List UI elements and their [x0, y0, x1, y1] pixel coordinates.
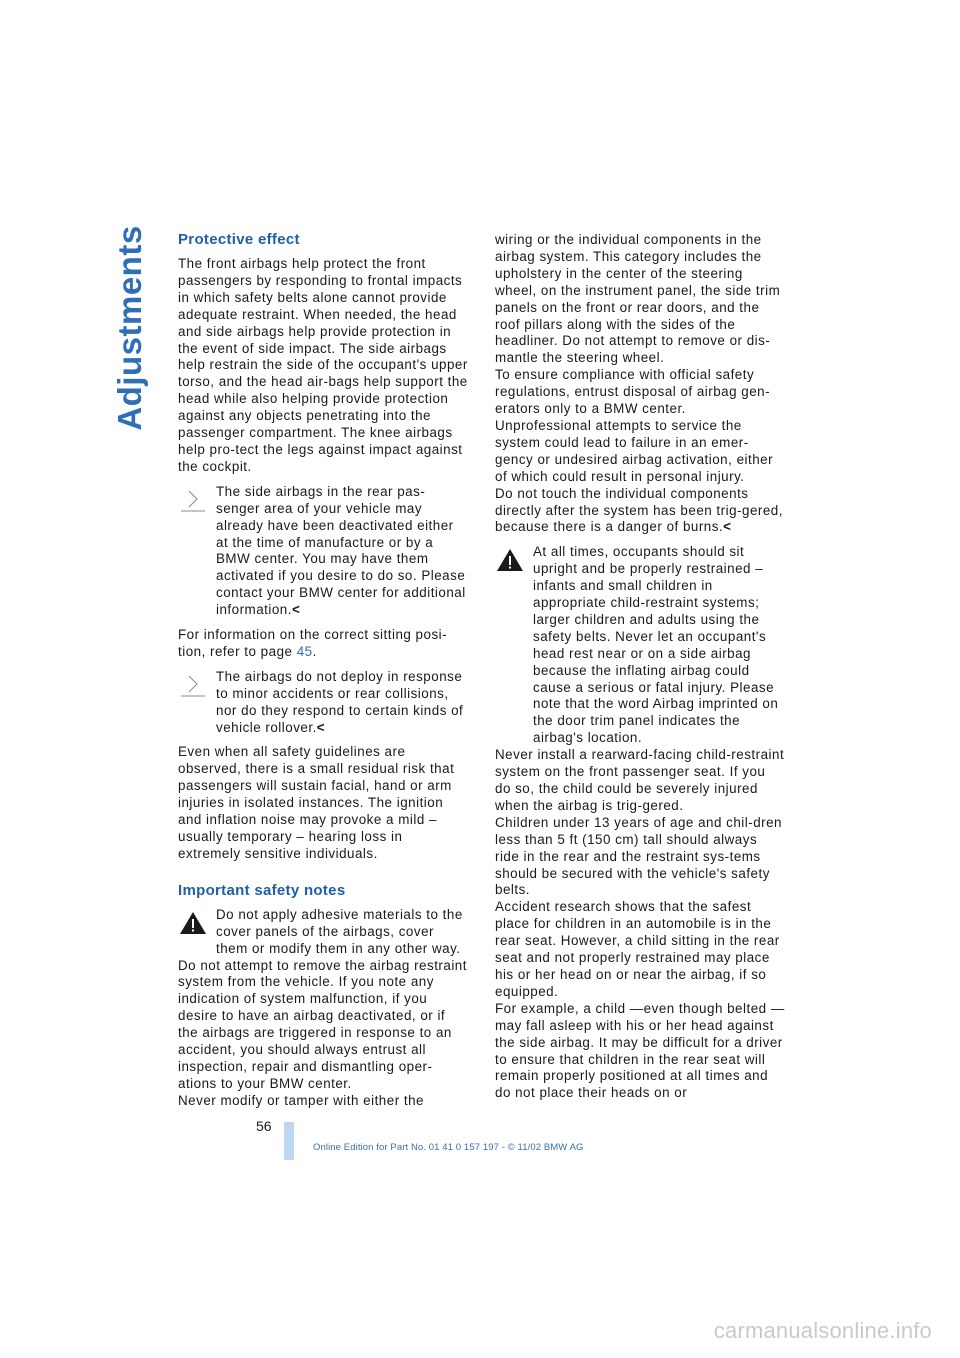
note-text: The side airbags in the rear pas-senger … — [216, 483, 466, 618]
paragraph: For information on the correct sitting p… — [178, 627, 448, 659]
footer-bar — [284, 1122, 294, 1160]
warning-icon — [178, 909, 208, 936]
paragraph: Even when all safety guidelines are obse… — [178, 744, 455, 861]
warning-block: At all times, occupants should sit uprig… — [495, 544, 785, 747]
page-number: 56 — [256, 1118, 272, 1134]
paragraph: Never modify or tamper with either the — [178, 1092, 424, 1108]
paragraph: Never install a rearward-facing child-re… — [495, 747, 785, 813]
paragraph: To ensure compliance with official safet… — [495, 367, 774, 484]
note-block: The airbags do not deploy in response to… — [178, 669, 468, 737]
side-title-text: Adjustments — [111, 225, 148, 431]
paragraph: Do not attempt to remove the airbag rest… — [178, 957, 467, 1091]
note-arrow-icon — [181, 490, 205, 512]
paragraph: The front airbags help protect the front… — [178, 256, 468, 474]
warning-text: At all times, occupants should sit uprig… — [533, 544, 779, 746]
paragraph: For example, a child —even though belted… — [495, 1000, 785, 1101]
right-column: wiring or the individual components in t… — [495, 232, 785, 1102]
end-mark: < — [291, 602, 301, 618]
warning-block: Do not apply adhesive materials to the c… — [178, 907, 468, 958]
end-mark: < — [723, 519, 732, 535]
note-arrow-icon — [181, 675, 205, 697]
heading-important-safety-notes: Important safety notes — [178, 881, 346, 899]
paragraph: Children under 13 years of age and chil-… — [495, 814, 783, 898]
left-column: Protective effect The front airbags help… — [178, 230, 468, 1110]
section-side-title: Adjustments — [108, 225, 152, 431]
page-link[interactable]: 45 — [296, 643, 313, 659]
warning-text: Do not apply adhesive materials to the c… — [216, 906, 463, 956]
heading-protective-effect: Protective effect — [178, 231, 300, 248]
paragraph: wiring or the individual components in t… — [495, 232, 781, 366]
paragraph: Accident research shows that the safest … — [495, 899, 780, 999]
watermark: carmanualsonline.info — [713, 1318, 932, 1343]
note-text: The airbags do not deploy in response to… — [216, 668, 464, 735]
footer-edition-text: Online Edition for Part No. 01 41 0 157 … — [313, 1142, 584, 1153]
warning-icon — [497, 549, 523, 572]
end-mark: < — [316, 719, 326, 735]
paragraph: Do not touch the individual components d… — [495, 485, 783, 535]
note-block: The side airbags in the rear pas-senger … — [178, 484, 468, 619]
